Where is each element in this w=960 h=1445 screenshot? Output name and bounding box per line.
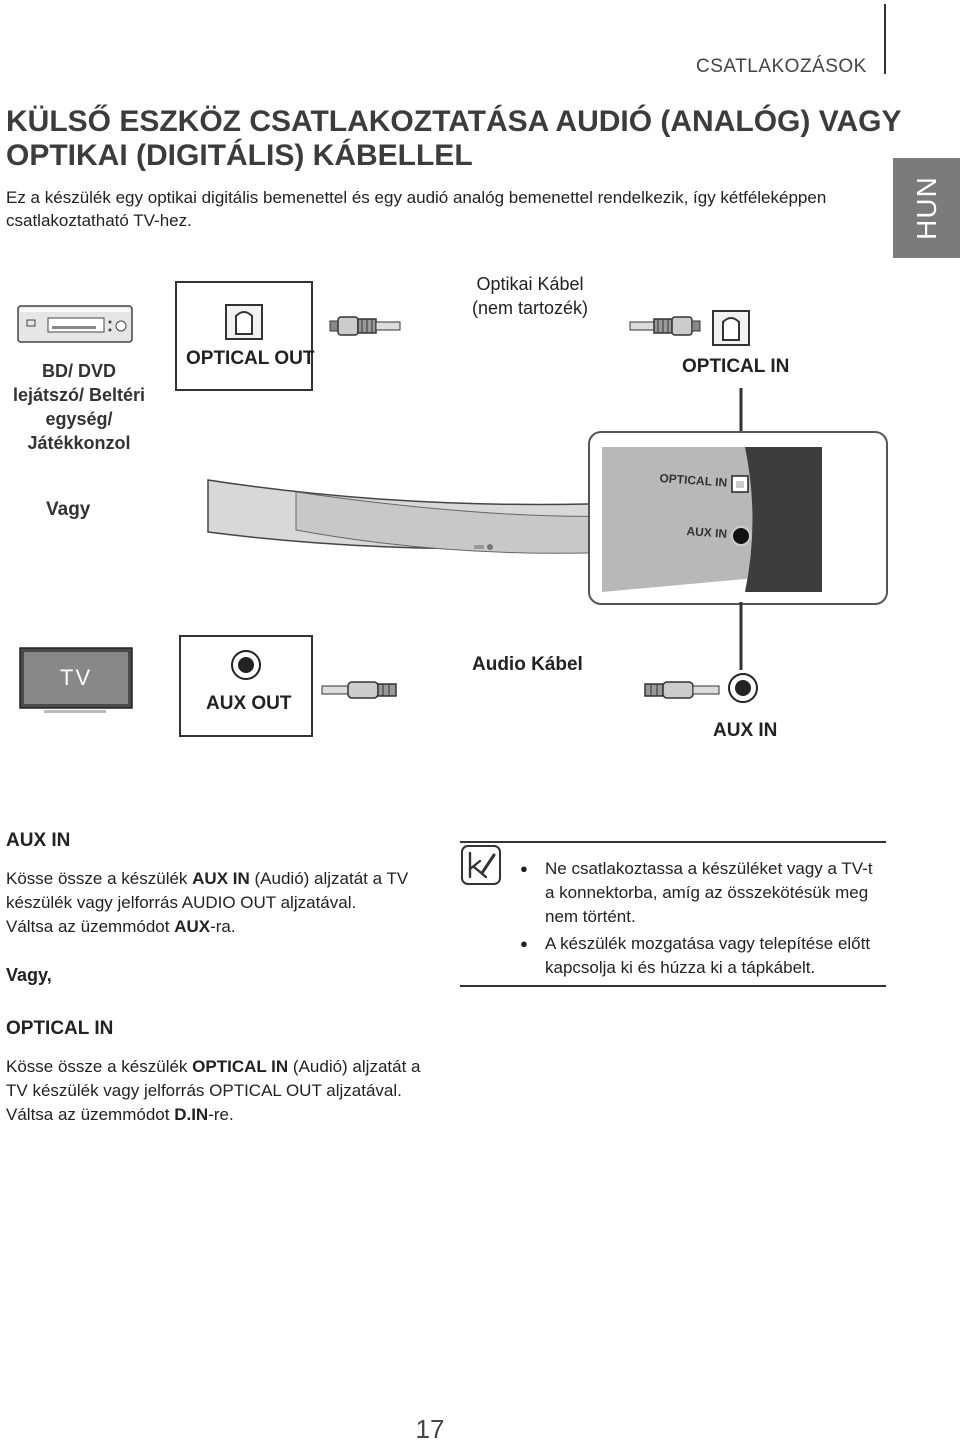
optical-cable-icon: [329, 316, 701, 336]
aux-in-jack-icon: [728, 673, 758, 703]
bd-player-icon: [17, 305, 133, 343]
note-icon: [461, 845, 501, 885]
language-tab-label: HUN: [911, 176, 942, 240]
bd-player-label: BD/ DVD lejátszó/ Beltéri egység/ Játékk…: [12, 361, 146, 453]
optical-cable-label: Optikai Kábel (nem tartozék): [471, 274, 589, 318]
panel-aux-in-label: AUX IN: [686, 524, 728, 541]
optical-in-paragraph: Kösse össze a készülék OPTICAL IN (Audió…: [6, 1057, 421, 1100]
optical-out-port-icon: [225, 304, 263, 340]
optical-in-heading: OPTICAL IN: [6, 1018, 114, 1039]
aux-out-label: AUX OUT: [206, 693, 292, 714]
note-list: Ne csatlakoztassa a készüléket vagy a TV…: [520, 857, 886, 983]
optical-in-port-icon: [712, 310, 750, 346]
page-number: 17: [415, 1414, 445, 1444]
or-label: Vagy: [46, 499, 91, 520]
aux-in-label: AUX IN: [713, 720, 778, 741]
note-item: Ne csatlakoztassa a készüléket vagy a TV…: [520, 857, 886, 929]
header-divider: [884, 4, 886, 74]
page-title: KÜLSŐ ESZKÖZ CSATLAKOZTATÁSA AUDIÓ (ANAL…: [6, 105, 901, 172]
optical-out-label: OPTICAL OUT: [186, 348, 315, 369]
optical-in-mode-text: Váltsa az üzemmódot D.IN-re.: [6, 1105, 234, 1124]
tv-label: TV: [60, 665, 93, 690]
connection-diagram: [17, 281, 888, 737]
note-item: A készülék mozgatása vagy telepítése elő…: [520, 932, 886, 980]
note-bottom-rule: [460, 985, 886, 987]
aux-in-mode-text: Váltsa az üzemmódot AUX-ra.: [6, 917, 236, 936]
tv-icon: [19, 647, 133, 713]
audio-cable-icon: [321, 681, 720, 699]
aux-out-jack-icon: [231, 650, 261, 680]
aux-in-paragraph: Kösse össze a készülék AUX IN (Audió) al…: [6, 869, 409, 912]
audio-cable-label: Audio Kábel: [472, 654, 583, 675]
soundbar-panel-callout: [588, 431, 888, 605]
note-top-rule: [460, 841, 886, 843]
intro-text: Ez a készülék egy optikai digitális beme…: [6, 188, 827, 230]
aux-in-heading: AUX IN: [6, 830, 71, 851]
language-tab: HUN: [893, 158, 960, 258]
or-text: Vagy,: [6, 965, 52, 985]
optical-in-label: OPTICAL IN: [682, 356, 790, 377]
section-label: CSATLAKOZÁSOK: [696, 56, 867, 77]
